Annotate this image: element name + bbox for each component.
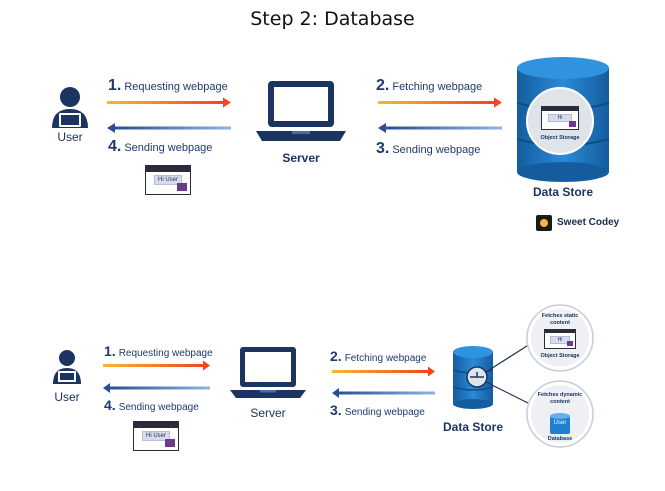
database-icon-bottom bbox=[452, 346, 494, 409]
dynamic-db-text: User bbox=[553, 420, 567, 426]
arrow-fetch-bottom bbox=[332, 366, 435, 377]
laptop-icon bbox=[256, 81, 346, 141]
arrow-send-top-left bbox=[107, 123, 231, 133]
webpage-thumbnail: Hi User bbox=[145, 165, 191, 195]
arrow-request-bottom bbox=[103, 360, 210, 371]
data-store-label: Data Store bbox=[532, 185, 594, 199]
dynamic-content-caption: Database bbox=[547, 436, 573, 442]
step-2-label: 2.Fetching webpage bbox=[376, 77, 483, 94]
step-3-label-bottom: 3.Sending webpage bbox=[330, 402, 425, 418]
user-label: User bbox=[57, 130, 83, 144]
step-4-label-bottom: 4.Sending webpage bbox=[104, 397, 199, 413]
laptop-icon-bottom bbox=[230, 347, 306, 398]
database-icon bbox=[516, 57, 610, 182]
arrow-send-top-right bbox=[378, 123, 502, 133]
connector-dynamic bbox=[485, 381, 531, 405]
user-icon bbox=[52, 87, 88, 128]
database-cylinder-icon bbox=[550, 416, 570, 434]
dynamic-content-title: Fetches dynamic content bbox=[537, 392, 583, 405]
arrow-send-bottom-right bbox=[332, 388, 435, 398]
user-icon-bottom bbox=[53, 350, 81, 384]
data-store-label-bottom: Data Store bbox=[442, 420, 504, 434]
step-3-label: 3.Sending webpage bbox=[376, 140, 481, 157]
user-label-bottom: User bbox=[54, 390, 80, 404]
static-page-icon: Hi bbox=[544, 329, 576, 349]
server-label-bottom: Server bbox=[250, 406, 286, 420]
object-storage-label: Object Storage bbox=[540, 135, 580, 141]
arrow-fetch-top bbox=[378, 97, 502, 108]
static-content-title: Fetches static content bbox=[541, 313, 579, 326]
static-content-caption: Object Storage bbox=[540, 353, 580, 359]
step-1-label-bottom: 1.Requesting webpage bbox=[104, 343, 213, 359]
brand-name: Sweet Codey bbox=[557, 217, 620, 228]
arrow-request-top bbox=[107, 97, 231, 108]
connector-static bbox=[485, 343, 531, 373]
step-4-label: 4.Sending webpage bbox=[108, 138, 213, 155]
dynamic-content-bubble bbox=[526, 380, 594, 448]
arrow-send-bottom-left bbox=[103, 383, 210, 393]
image-icon bbox=[177, 183, 187, 191]
webpage-thumbnail-bottom: Hi User bbox=[133, 421, 179, 451]
step-1-label: 1.Requesting webpage bbox=[108, 77, 228, 94]
step-2-label-bottom: 2.Fetching webpage bbox=[330, 348, 427, 364]
server-label: Server bbox=[282, 151, 320, 165]
sweet-codey-logo bbox=[536, 215, 552, 231]
object-storage-page: Hi bbox=[541, 106, 579, 130]
page-title: Step 2: Database bbox=[250, 8, 415, 30]
image-icon bbox=[165, 439, 175, 447]
